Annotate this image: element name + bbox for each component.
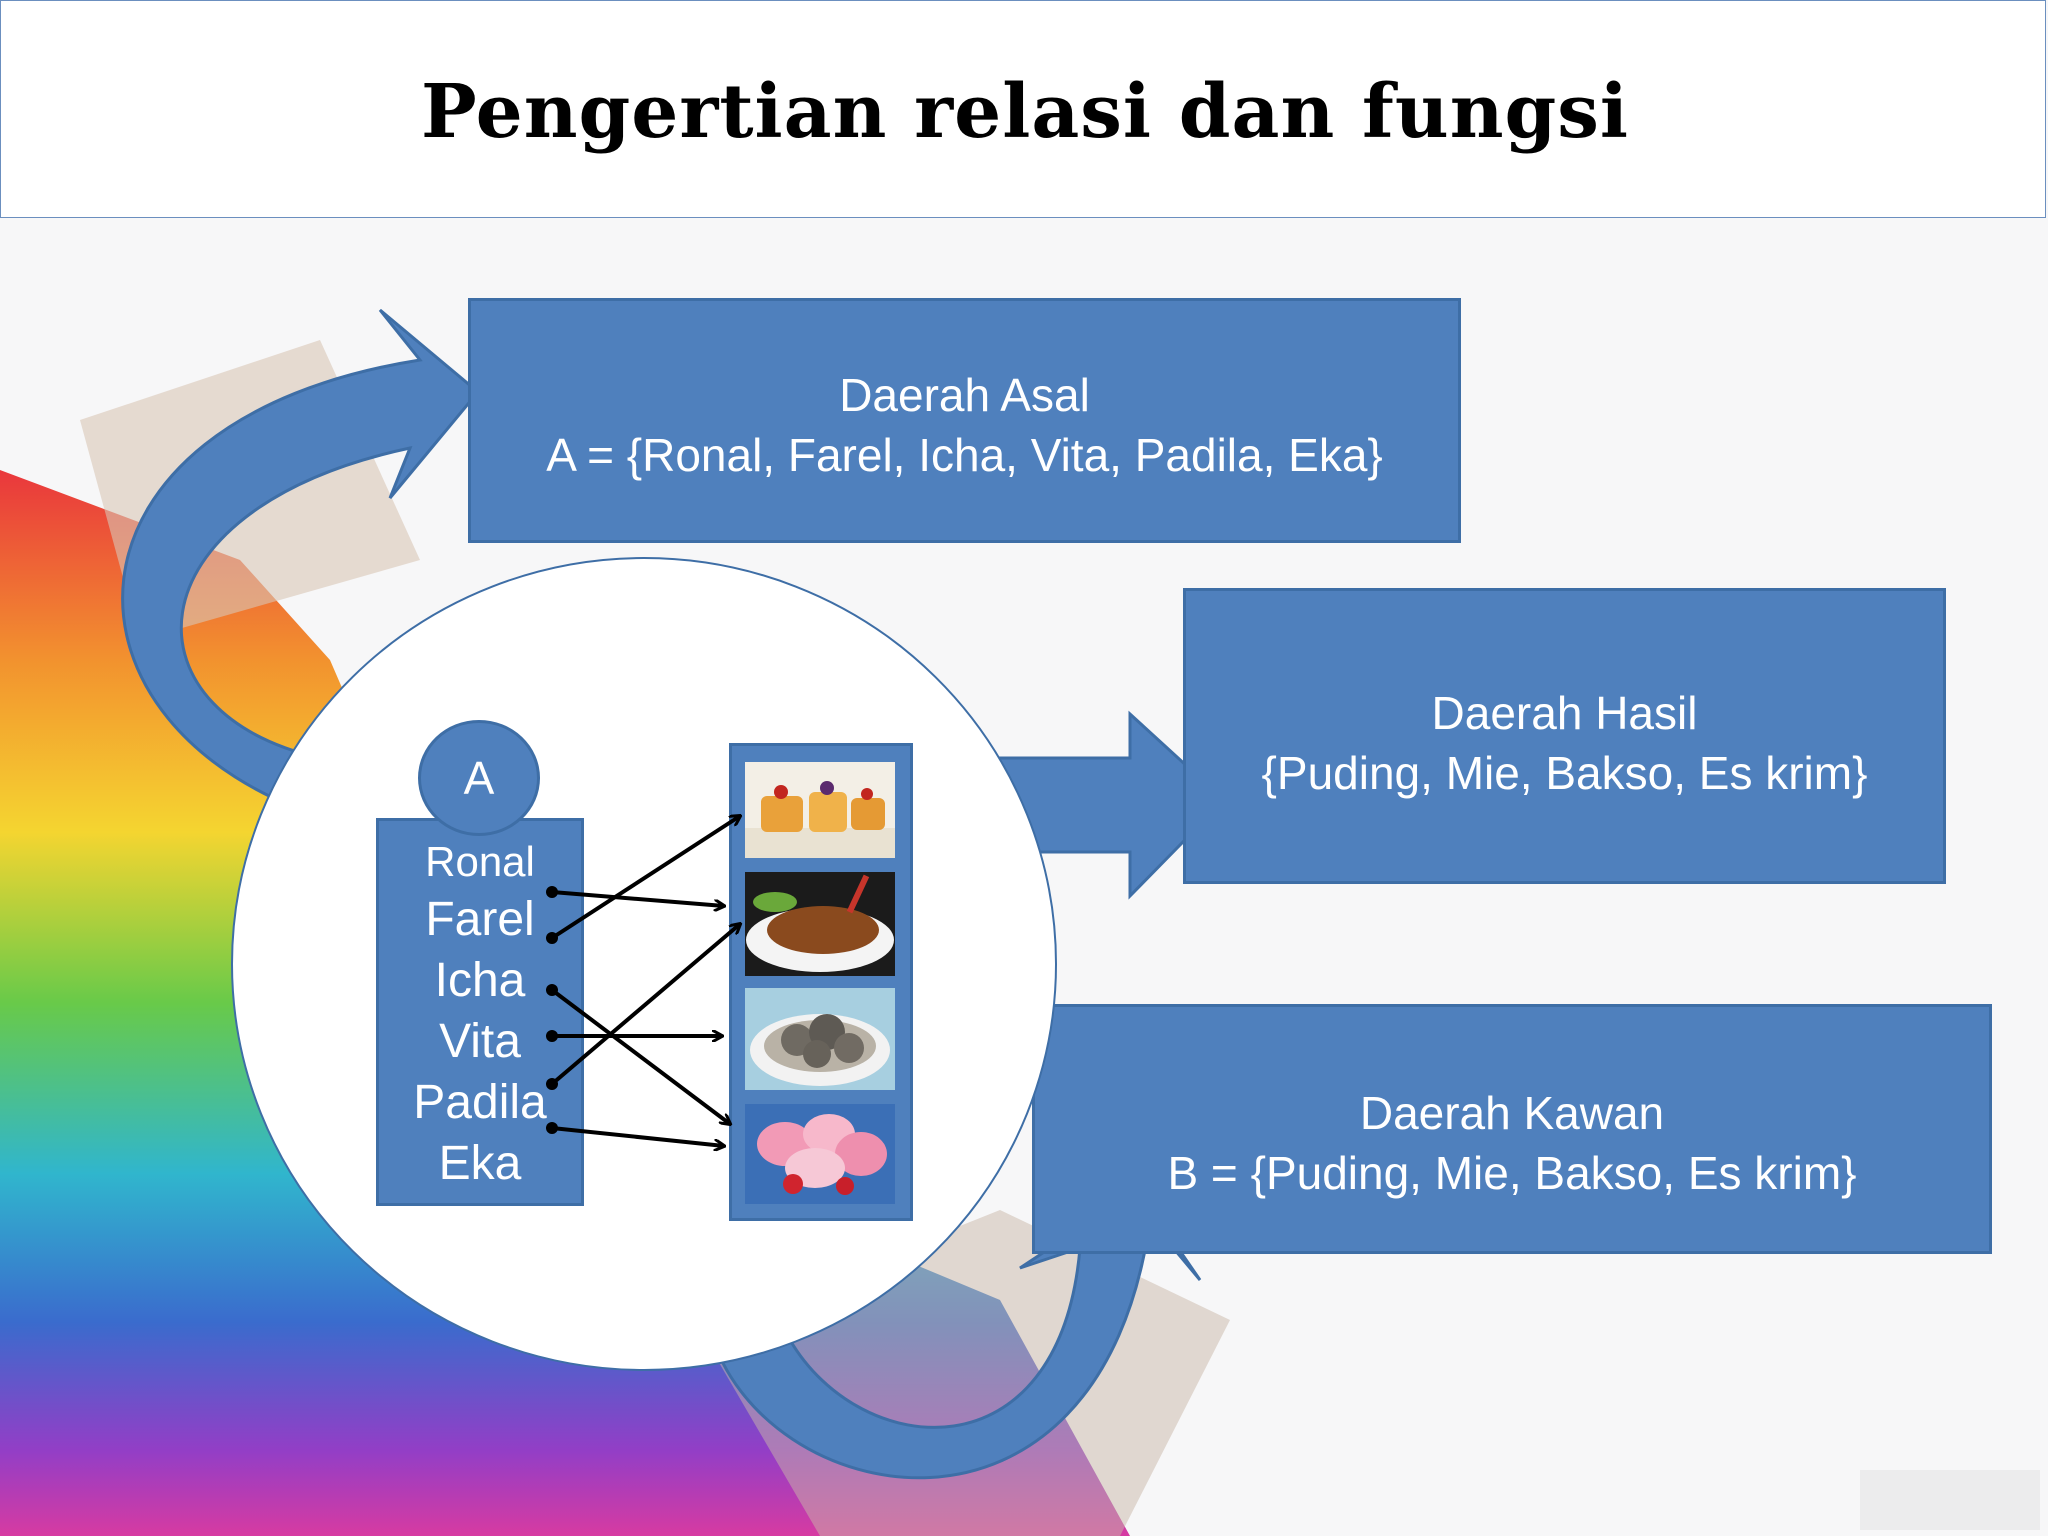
arrow-icha-to-es-krim <box>550 988 730 1124</box>
range-box-title: Daerah Hasil <box>1431 687 1698 739</box>
arrow-eka-to-es-krim <box>551 1126 724 1146</box>
domain-box-title: Daerah Asal <box>839 369 1090 421</box>
set-a-label: A <box>418 720 540 836</box>
slide-title: Pengertian relasi dan fungsi <box>420 69 1630 155</box>
dot-farel-1 <box>546 886 558 898</box>
bakso-photo <box>745 988 895 1090</box>
domain-box-set: A = {Ronal, Farel, Icha, Vita, Padila, E… <box>546 429 1383 481</box>
arrow-padila-to-mie <box>550 924 740 1086</box>
es-krim-photo <box>745 1104 895 1204</box>
domain-box: Daerah Asal A = {Ronal, Farel, Icha, Vit… <box>468 298 1461 543</box>
dot-icha <box>546 984 558 996</box>
domain-name-padila: Padila <box>413 1076 547 1129</box>
range-box-set: {Puding, Mie, Bakso, Es krim} <box>1261 747 1868 799</box>
domain-name-ronal: Ronal <box>425 838 535 885</box>
dot-padila <box>546 1078 558 1090</box>
title-bar: Pengertian relasi dan fungsi <box>0 0 2046 218</box>
curved-arrow-to-domain <box>121 308 481 823</box>
dot-vita <box>546 1030 558 1042</box>
domain-name-vita: Vita <box>439 1015 521 1068</box>
codomain-box-title: Daerah Kawan <box>1359 1087 1665 1139</box>
arrow-farel-to-mie <box>551 890 724 906</box>
dot-eka <box>546 1122 558 1134</box>
codomain-box-set: B = {Puding, Mie, Bakso, Es krim} <box>1167 1147 1857 1199</box>
mie-photo <box>745 872 895 976</box>
dot-farel-2 <box>546 932 558 944</box>
domain-name-icha: Icha <box>434 954 526 1007</box>
domain-name-farel: Farel <box>425 893 535 946</box>
domain-name-eka: Eka <box>438 1137 522 1190</box>
range-box: Daerah Hasil {Puding, Mie, Bakso, Es kri… <box>1183 588 1946 884</box>
puding-photo <box>745 762 895 858</box>
codomain-box: Daerah Kawan B = {Puding, Mie, Bakso, Es… <box>1032 1004 1992 1254</box>
arrow-farel-to-puding <box>550 816 740 940</box>
